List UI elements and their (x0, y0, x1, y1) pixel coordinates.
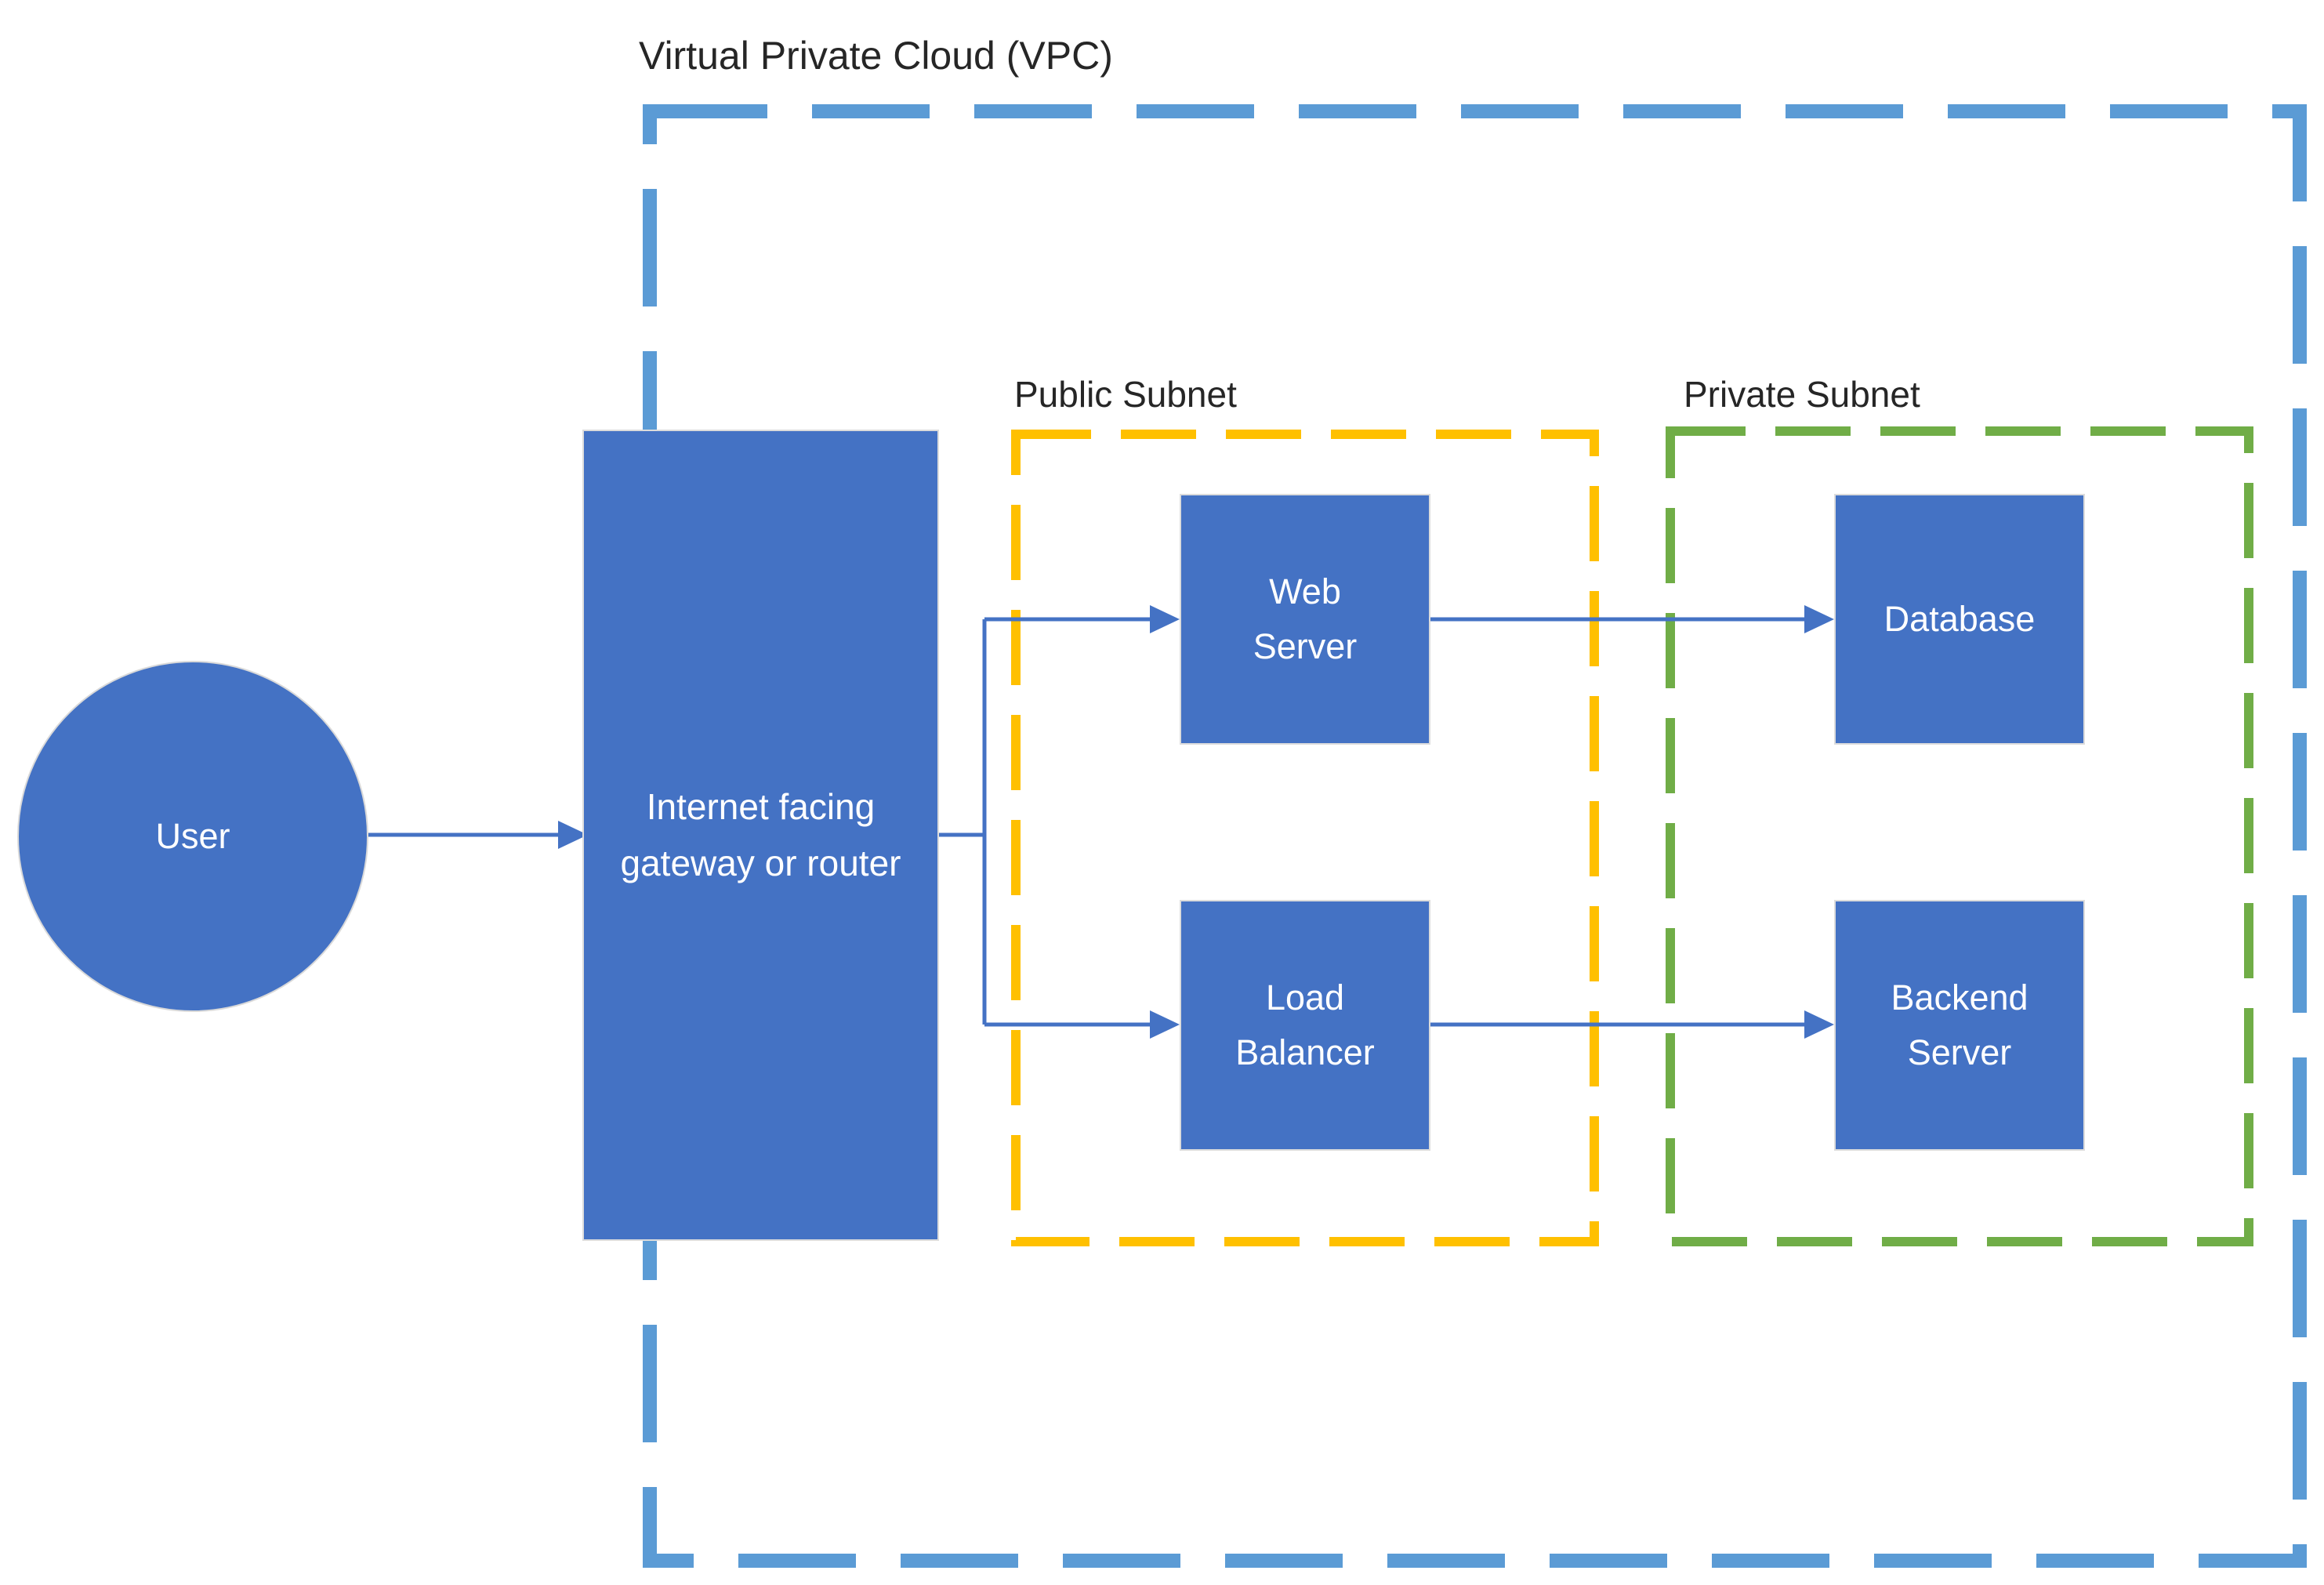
vpc-title: Virtual Private Cloud (VPC) (639, 34, 1113, 78)
internet-gateway-node-label: Internet facing gateway or router (620, 786, 901, 883)
load-balancer-node-label: Load Balancer (1235, 977, 1375, 1072)
edge-gateway-webserver-arrowhead-icon (1150, 605, 1180, 633)
user-node-label: User (155, 816, 230, 857)
backend-server-node-label: Backend Server (1891, 977, 2029, 1072)
database-node-label: Database (1883, 599, 2036, 640)
private-subnet-boundary (1666, 426, 2253, 1246)
internet-gateway-node: Internet facing gateway or router (582, 430, 939, 1241)
load-balancer-node: Load Balancer (1180, 900, 1430, 1151)
edge-webserver-database-arrowhead-icon (1804, 605, 1834, 633)
web-server-node-label: Web Server (1253, 571, 1358, 666)
public-subnet-label: Public Subnet (1014, 374, 1237, 415)
vpc-boundary (643, 104, 2307, 1568)
public-subnet-boundary (1011, 430, 1599, 1246)
backend-server-node: Backend Server (1834, 900, 2085, 1151)
web-server-node: Web Server (1180, 494, 1430, 745)
edge-gateway-loadbalancer-arrowhead-icon (1150, 1010, 1180, 1039)
private-subnet-label: Private Subnet (1684, 374, 1920, 415)
user-node: User (17, 661, 368, 1012)
edge-loadbalancer-backend-arrowhead-icon (1804, 1010, 1834, 1039)
edge-user-gateway-arrowhead-icon (558, 821, 588, 849)
database-node: Database (1834, 494, 2085, 745)
